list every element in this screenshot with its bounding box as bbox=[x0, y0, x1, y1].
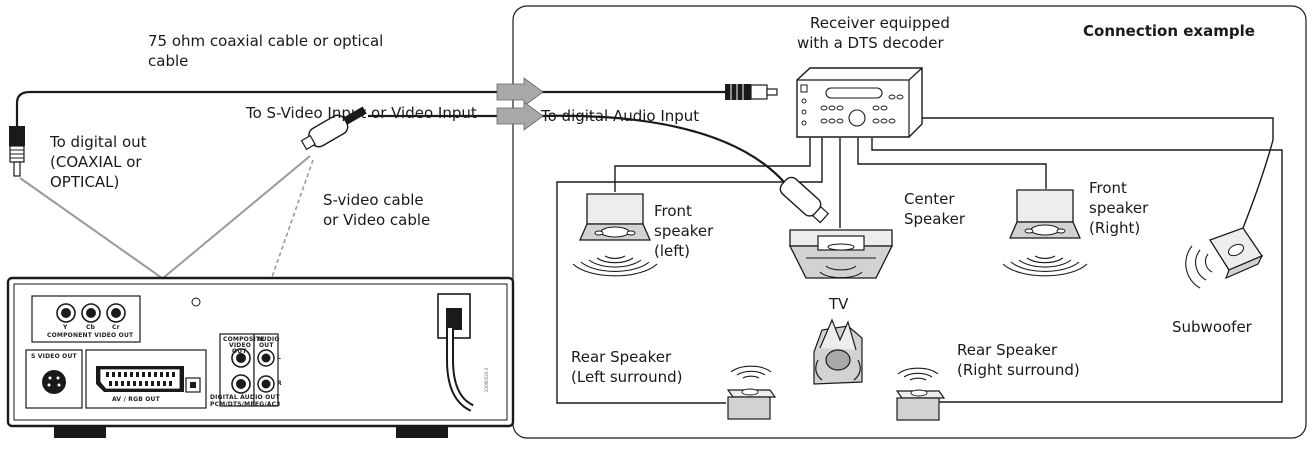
subwoofer-speaker bbox=[1185, 227, 1264, 289]
digital-out-label-line-3: OPTICAL) bbox=[50, 173, 120, 191]
front-right-label-line-3: (Right) bbox=[1089, 219, 1141, 237]
rear-left-label-line-1: Rear Speaker bbox=[571, 348, 672, 366]
front-right-label-line-1: Front bbox=[1089, 179, 1127, 197]
coaxial-cable-label-line-2: cable bbox=[148, 52, 189, 70]
svideo-input-label: To S-Video Input or Video Input bbox=[246, 104, 477, 122]
wire-rear-right bbox=[871, 138, 1283, 403]
panel-label-digital-audio-out-2: PCM/DTS/MPEG/AC3 bbox=[210, 401, 281, 408]
panel-label-composite-1: COMPOSITE bbox=[223, 336, 265, 343]
panel-label-cb: Cb bbox=[86, 324, 96, 331]
svideo-plug bbox=[300, 106, 367, 151]
coaxial-cable-label-line-1: 75 ohm coaxial cable or optical bbox=[148, 32, 384, 50]
rear-right-speaker bbox=[895, 367, 946, 421]
wire-subwoofer bbox=[922, 117, 1274, 229]
front-left-label-line-1: Front bbox=[654, 202, 692, 220]
arrow-video bbox=[496, 101, 544, 131]
center-speaker-label-line-2: Speaker bbox=[904, 210, 966, 228]
tv-label: TV bbox=[829, 295, 849, 313]
panel-label-l: L bbox=[277, 354, 282, 361]
rear-left-label-line-2: (Left surround) bbox=[571, 368, 683, 386]
dvd-player-rear bbox=[6, 276, 515, 438]
rear-right-label-line-2: (Right surround) bbox=[957, 361, 1080, 379]
panel-label-audio-2: OUT bbox=[259, 342, 274, 349]
panel-label-r: R bbox=[277, 380, 282, 387]
coaxial-plug-receiver bbox=[725, 84, 778, 100]
rear-left-speaker bbox=[726, 365, 777, 420]
panel-label-audio-1: AUDIO bbox=[257, 336, 280, 343]
front-left-label-line-2: speaker bbox=[654, 222, 714, 240]
wire-front-right bbox=[857, 138, 1047, 189]
digital-out-label-line-2: (COAXIAL or bbox=[50, 153, 142, 171]
video-dashed-cable bbox=[249, 159, 314, 341]
panel-label-av-rgb-out: AV / RGB OUT bbox=[112, 396, 160, 403]
receiver-label-line-1: Receiver equipped bbox=[810, 14, 950, 32]
digital-audio-cable bbox=[15, 90, 497, 128]
panel-label-component-video-out: COMPONENT VIDEO OUT bbox=[47, 332, 134, 339]
digital-audio-input-label: To digital Audio Input bbox=[541, 107, 700, 125]
center-speaker-label-line-1: Center bbox=[904, 190, 955, 208]
panel-label-svideo-out: S VIDEO OUT bbox=[31, 353, 77, 360]
subwoofer-label: Subwoofer bbox=[1172, 318, 1252, 336]
digital-out-label-line-1: To digital out bbox=[50, 133, 147, 151]
diagram-title: Connection example bbox=[1083, 22, 1255, 40]
receiver bbox=[796, 67, 923, 138]
wire-front-left bbox=[614, 138, 811, 192]
panel-label-composite-3: OUT bbox=[232, 348, 247, 355]
front-right-speaker bbox=[1002, 189, 1088, 277]
front-left-speaker bbox=[572, 193, 658, 277]
front-right-label-line-2: speaker bbox=[1089, 199, 1149, 217]
svideo-cable-label-line-2: or Video cable bbox=[323, 211, 431, 229]
panel-label-cr: Cr bbox=[112, 324, 120, 331]
receiver-label-line-2: with a DTS decoder bbox=[797, 34, 944, 52]
panel-label-composite-2: VIDEO bbox=[229, 342, 252, 349]
panel-label-digital-audio-out-1: DIGITAL AUDIO OUT bbox=[210, 394, 280, 401]
listener-figure bbox=[813, 318, 863, 385]
rear-right-label-line-1: Rear Speaker bbox=[957, 341, 1058, 359]
connection-example-frame bbox=[512, 5, 1307, 439]
panel-label-y: Y bbox=[63, 324, 68, 331]
coaxial-plug-left bbox=[9, 126, 25, 177]
arrow-digital-audio bbox=[496, 77, 544, 107]
wire-rear-left bbox=[556, 138, 823, 404]
center-speaker bbox=[788, 229, 894, 279]
front-left-label-line-3: (left) bbox=[654, 242, 690, 260]
model-code: 20090520-3 bbox=[484, 367, 489, 392]
svideo-plug-tv bbox=[779, 176, 830, 224]
scart-pins bbox=[106, 372, 175, 386]
svideo-cable-label-line-1: S-video cable bbox=[323, 191, 424, 209]
